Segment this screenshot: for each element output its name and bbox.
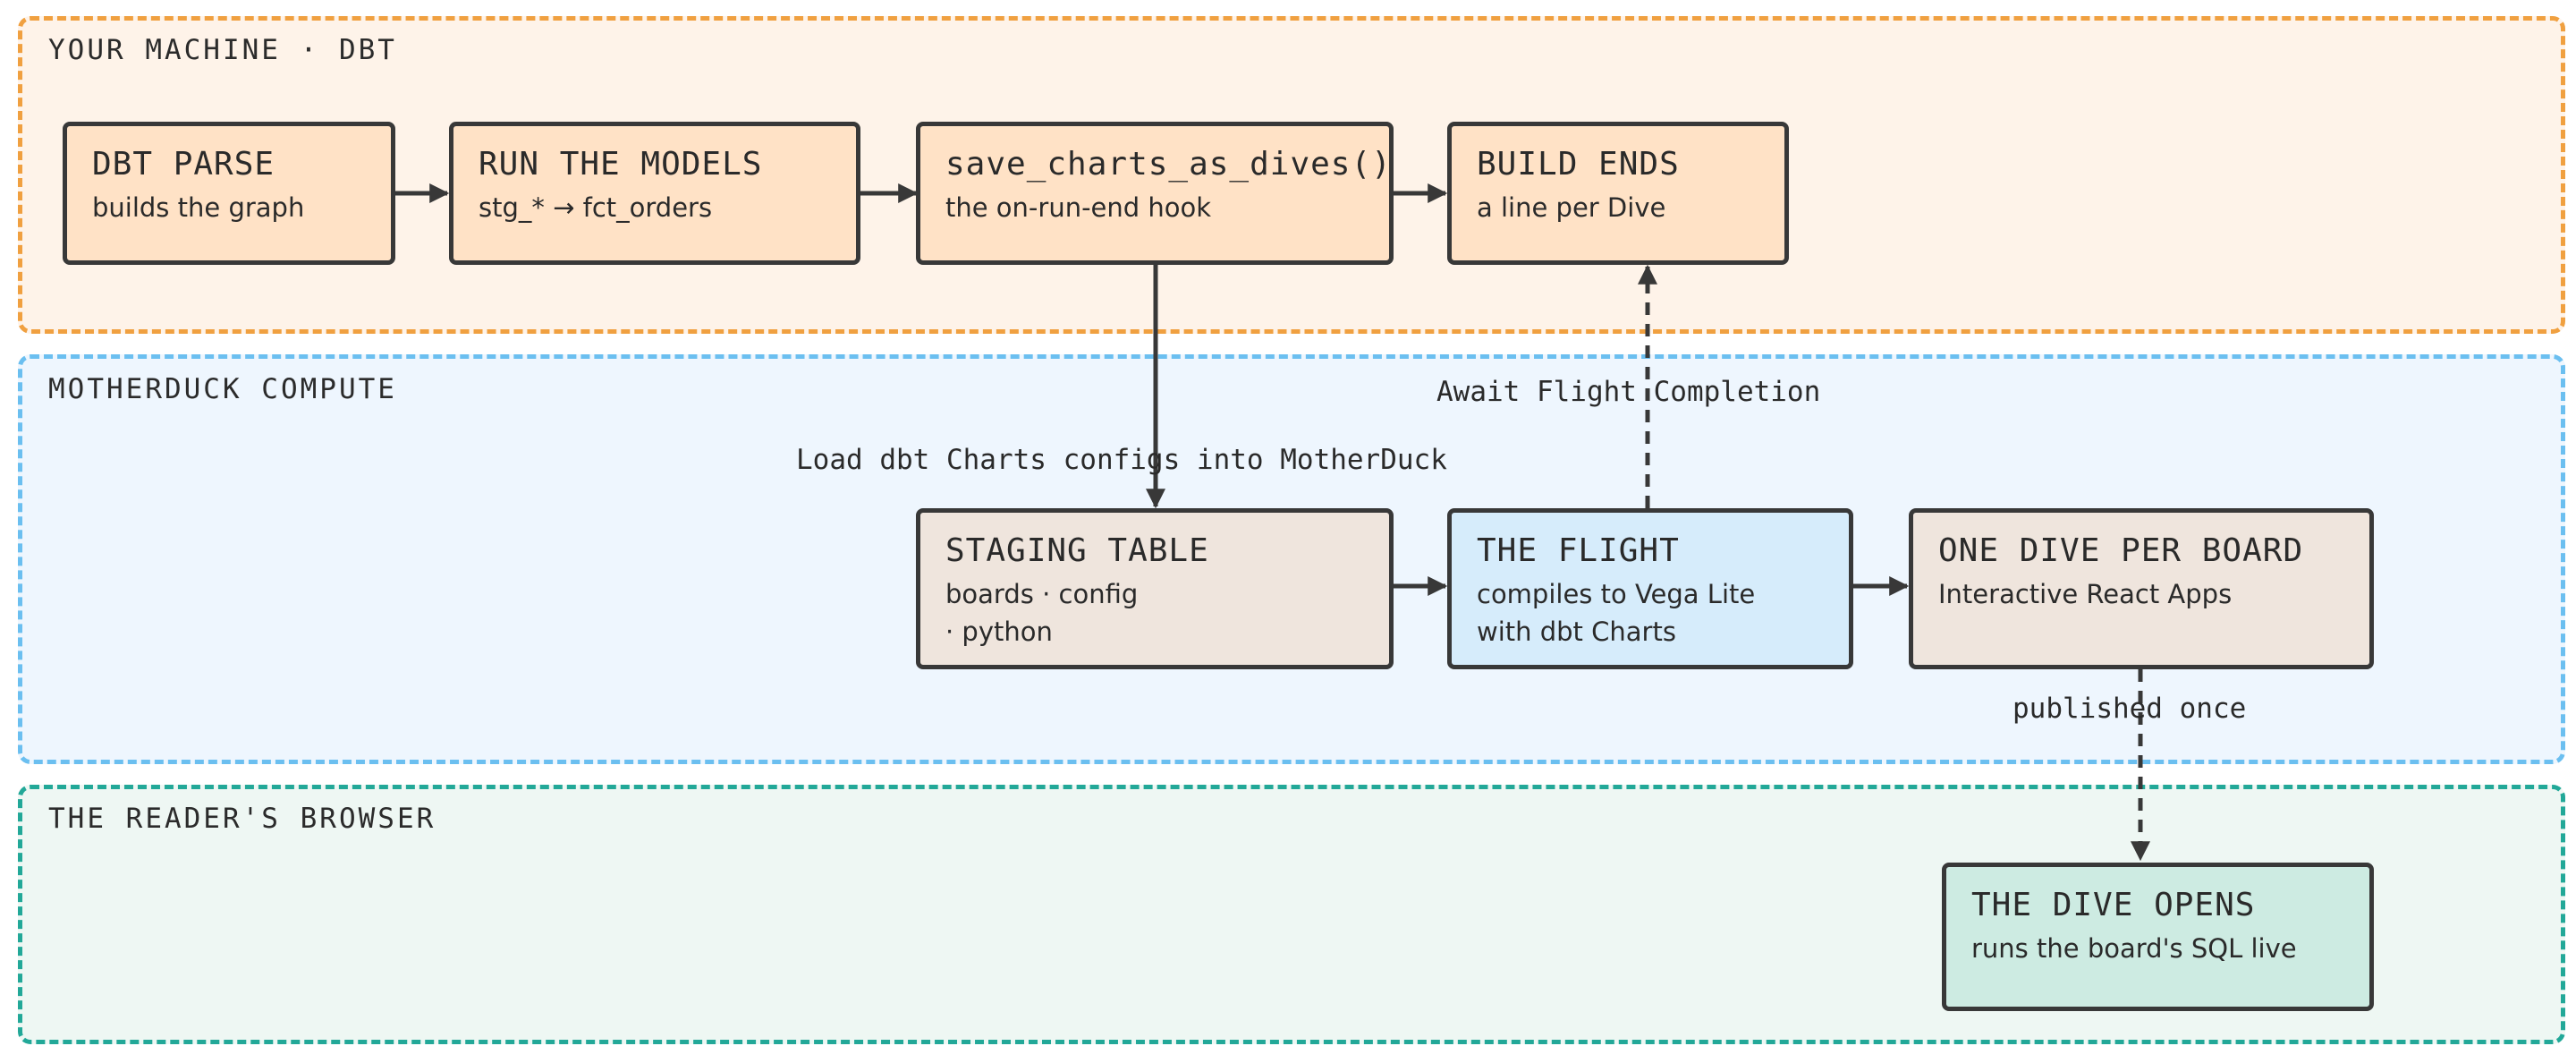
node-subtitle-line: · python xyxy=(945,617,1053,647)
node-one-dive-per-board: ONE DIVE PER BOARD Interactive React App… xyxy=(1909,508,2374,669)
edge-label-published-once: published once xyxy=(2012,693,2247,725)
node-subtitle: builds the graph xyxy=(92,192,305,223)
node-the-dive-opens: THE DIVE OPENS runs the board's SQL live xyxy=(1942,863,2374,1011)
node-build-ends: BUILD ENDS a line per Dive xyxy=(1447,122,1789,265)
node-save-charts-as-dives: save_charts_as_dives() the on-run-end ho… xyxy=(916,122,1394,265)
node-subtitle: Interactive React Apps xyxy=(1938,579,2233,609)
lane-title-compute: MOTHERDUCK COMPUTE xyxy=(48,373,397,405)
node-staging-table: STAGING TABLE boards · config · python xyxy=(916,508,1394,669)
node-title: THE FLIGHT xyxy=(1477,532,1680,569)
node-subtitle: runs the board's SQL live xyxy=(1971,933,2297,964)
node-title: STAGING TABLE xyxy=(945,532,1209,569)
edge-label-await-flight: Await Flight Completion xyxy=(1436,376,1821,408)
node-title: BUILD ENDS xyxy=(1477,146,1680,183)
node-title: save_charts_as_dives() xyxy=(945,146,1392,183)
node-title: THE DIVE OPENS xyxy=(1971,887,2256,923)
node-the-flight: THE FLIGHT compiles to Vega Lite with db… xyxy=(1447,508,1853,669)
node-run-models: RUN THE MODELS stg_* → fct_orders xyxy=(449,122,860,265)
node-title: RUN THE MODELS xyxy=(479,146,763,183)
node-subtitle-line: compiles to Vega Lite xyxy=(1477,579,1756,609)
node-subtitle: stg_* → fct_orders xyxy=(479,192,713,223)
node-subtitle: compiles to Vega Lite with dbt Charts xyxy=(1477,575,1755,651)
node-subtitle: the on-run-end hook xyxy=(945,192,1212,223)
node-subtitle-line: with dbt Charts xyxy=(1477,617,1676,647)
node-dbt-parse: DBT PARSE builds the graph xyxy=(63,122,395,265)
node-subtitle: boards · config · python xyxy=(945,575,1138,651)
node-title: ONE DIVE PER BOARD xyxy=(1938,532,2304,569)
lane-title-browser: THE READER'S BROWSER xyxy=(48,803,436,835)
edge-label-load-configs: Load dbt Charts configs into MotherDuck xyxy=(796,444,1447,476)
node-title: DBT PARSE xyxy=(92,146,275,183)
lane-title-machine: YOUR MACHINE · DBT xyxy=(48,34,397,66)
node-subtitle: a line per Dive xyxy=(1477,192,1666,223)
node-subtitle-line: boards · config xyxy=(945,579,1139,609)
